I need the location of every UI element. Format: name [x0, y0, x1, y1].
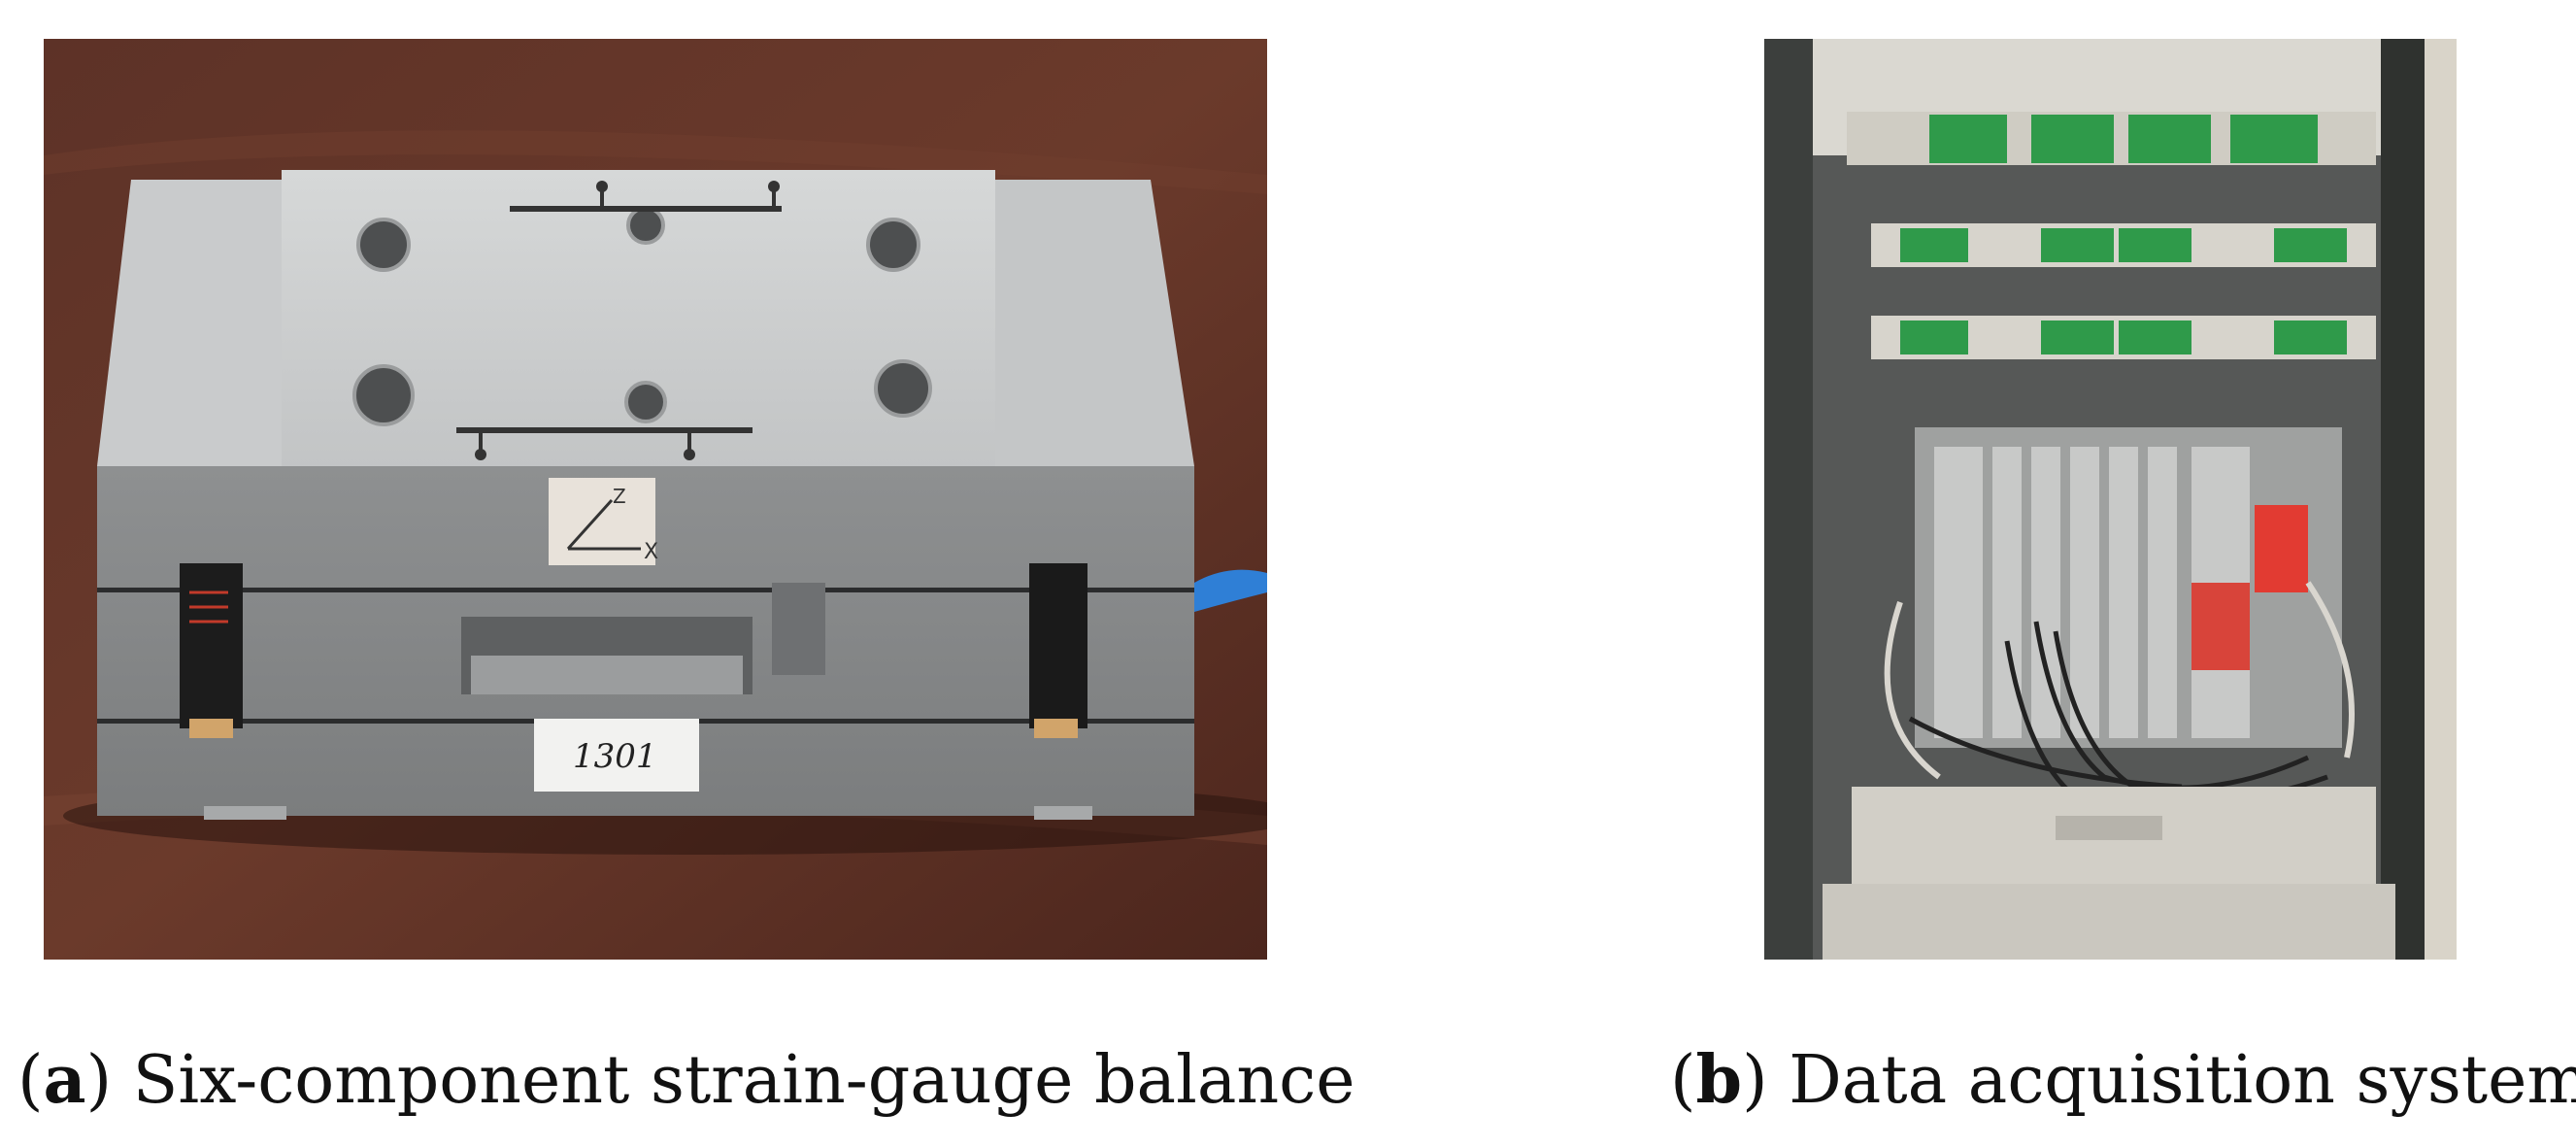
right-window: [1029, 563, 1087, 728]
axis-x-label: X: [644, 540, 658, 564]
photo-data-acquisition-rack: [1764, 39, 2457, 960]
caption-b-letter: b: [1695, 1041, 1743, 1119]
caption-panel-b: (b) Data acquisition system: [1670, 1047, 2576, 1114]
caption-b-text: Data acquisition system: [1789, 1042, 2576, 1119]
blue-cable: [1194, 569, 1267, 612]
rack-left-post: [1764, 39, 1813, 960]
photo-strain-gauge-balance: X Z 1301: [44, 39, 1267, 960]
left-window: [180, 563, 243, 728]
red-tag: [2255, 505, 2308, 592]
id-label-sticker: 1301: [534, 719, 699, 792]
caption-panel-a: (a) Six-component strain-gauge balance: [17, 1041, 1355, 1119]
rack-illustration: [1764, 39, 2457, 960]
rack-right-post: [2381, 39, 2425, 960]
top-terminal-blocks: [1929, 115, 2318, 163]
balance-illustration: X Z 1301: [44, 39, 1267, 960]
middle-terminal-blocks: [1900, 228, 2347, 354]
right-end-block-top: [995, 180, 1194, 466]
threaded-holes: [352, 206, 932, 426]
id-label-text: 1301: [573, 737, 657, 776]
caption-a-letter: a: [43, 1041, 86, 1119]
axis-z-label: Z: [613, 485, 626, 508]
left-end-block-top: [97, 180, 282, 466]
caption-a-text: Six-component strain-gauge balance: [132, 1042, 1355, 1119]
axis-sticker: X Z: [549, 478, 658, 565]
